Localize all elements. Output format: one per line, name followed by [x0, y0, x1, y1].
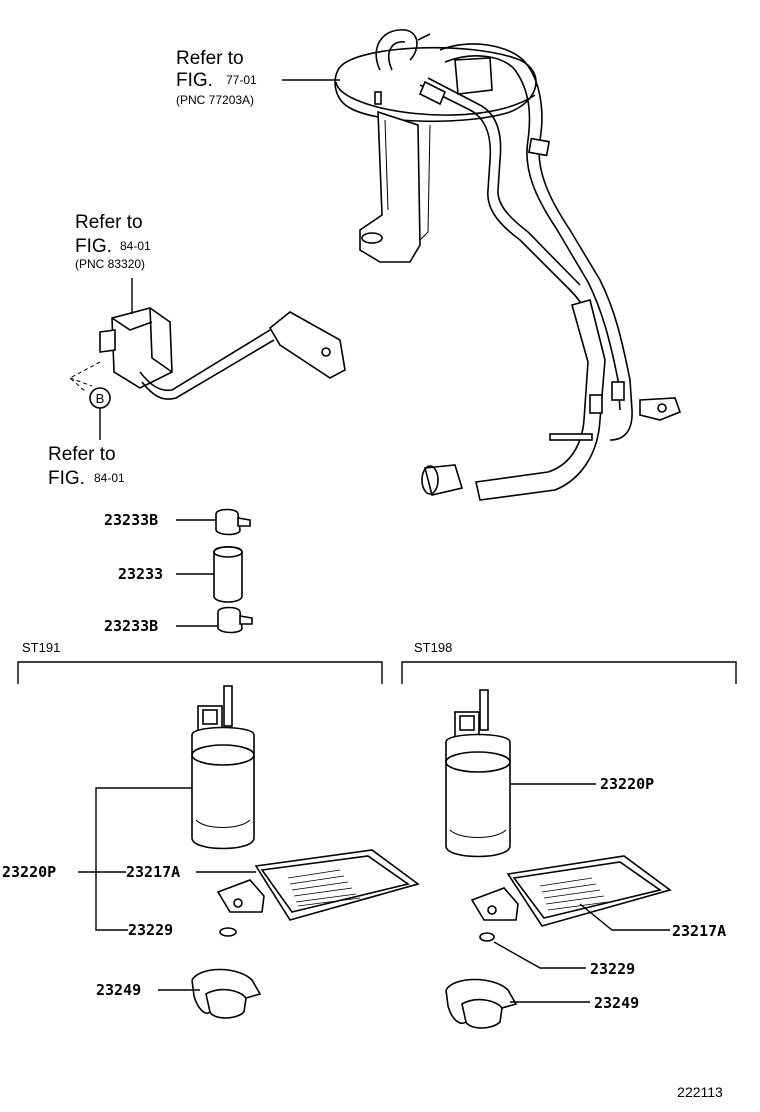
part-number-23233b-bottom: 23233B — [104, 617, 158, 635]
reference-line2: FIG. — [176, 70, 213, 91]
part-number-23220p-left: 23220P — [2, 863, 56, 881]
left-cushion: 23249 — [96, 968, 262, 1019]
right-clip: 23229 — [479, 932, 635, 978]
part-number-23233: 23233 — [118, 565, 163, 583]
reference-line2: FIG. — [48, 468, 85, 489]
reference-fig-number: 84-01 — [94, 471, 125, 485]
left-pump-callouts: 23220P — [2, 787, 192, 931]
part-number-23220p-right: 23220P — [600, 775, 654, 793]
reference-pnc: (PNC 77203A) — [176, 93, 254, 107]
part-number-23233b-top: 23233B — [104, 511, 158, 529]
reference-fig-number: 84-01 — [120, 239, 151, 253]
reference-fig-84-01-pnc: Refer to FIG. 84-01 (PNC 83320) — [75, 212, 151, 271]
part-number-23229-right: 23229 — [590, 960, 635, 978]
variant-st198: ST198 — [401, 640, 737, 684]
variant-st191: ST191 — [17, 640, 383, 684]
part-number-23229-left: 23229 — [128, 921, 173, 939]
part-number-23249-left: 23249 — [96, 981, 141, 999]
right-pump-callout: 23220P — [510, 775, 654, 793]
marker-letter: B — [96, 391, 105, 406]
right-fuel-filter: 23217A — [470, 855, 726, 940]
reference-line1: Refer to — [75, 212, 143, 233]
reference-line1: Refer to — [48, 444, 116, 465]
fuel-pump-bracket-assembly — [334, 29, 682, 501]
fuel-hose: 23233 — [118, 545, 243, 603]
clamp-top: 23233B — [104, 508, 251, 536]
right-cushion: 23249 — [445, 978, 639, 1029]
clamp-bottom: 23233B — [104, 606, 253, 635]
part-number-23249-right: 23249 — [594, 994, 639, 1012]
left-filter-mesh — [287, 869, 361, 907]
right-fuel-pump — [445, 689, 511, 858]
reference-line1: Refer to — [176, 48, 244, 69]
reference-fig-84-01: Refer to FIG. 84-01 — [48, 444, 125, 489]
reference-fig-number: 77-01 — [226, 73, 257, 87]
part-number-23217a-right: 23217A — [672, 922, 726, 940]
reference-fig-77-01: Refer to FIG. 77-01 (PNC 77203A) — [176, 48, 340, 107]
diagram-id: 222113 — [677, 1084, 723, 1100]
variant-label-st191: ST191 — [22, 640, 60, 655]
reference-line2: FIG. — [75, 236, 112, 257]
left-fuel-pump — [191, 685, 255, 850]
left-fuel-filter: 23217A — [126, 849, 420, 921]
reference-pnc: (PNC 83320) — [75, 257, 145, 271]
right-filter-mesh — [539, 877, 609, 911]
part-number-23217a-left: 23217A — [126, 863, 180, 881]
fuel-gauge-sender — [69, 278, 346, 400]
left-clip: 23229 — [128, 921, 237, 939]
variant-label-st198: ST198 — [414, 640, 452, 655]
marker-b: B — [89, 387, 111, 440]
